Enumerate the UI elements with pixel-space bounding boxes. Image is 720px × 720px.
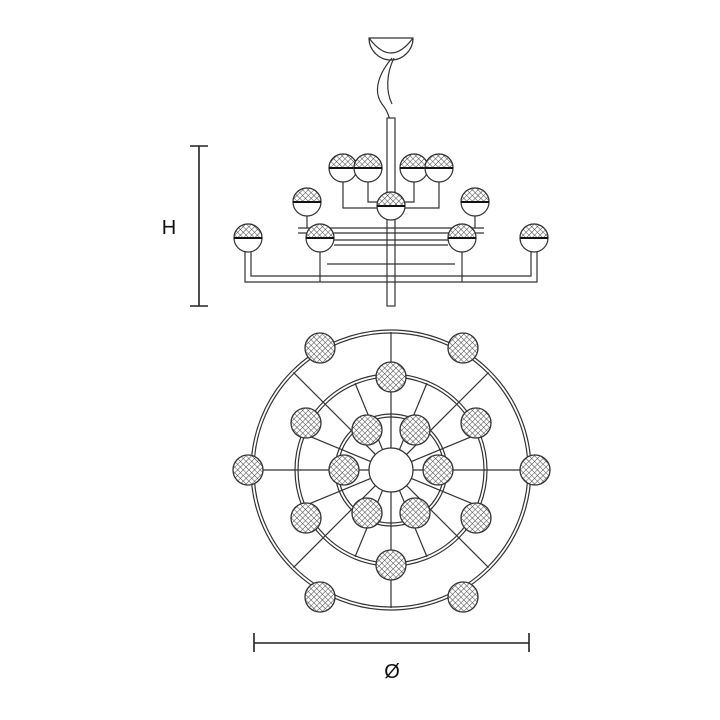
spoke [303, 433, 371, 463]
diameter-label: Ø [384, 661, 400, 683]
suspension-cable [377, 57, 393, 119]
spoke [411, 433, 479, 463]
side-globe [519, 223, 549, 253]
side-globe [305, 223, 335, 253]
ceiling-canopy [368, 37, 414, 61]
lower-tier-arms [244, 239, 538, 283]
central-hub [368, 447, 414, 493]
height-dimension: H [162, 145, 208, 307]
side-globe [353, 153, 383, 183]
plan-globe [447, 581, 479, 613]
side-globe [376, 191, 406, 221]
diameter-dimension: Ø [253, 633, 530, 683]
spoke [303, 477, 371, 507]
plan-globe [290, 407, 322, 439]
side-globes [233, 153, 549, 253]
plan-globe [304, 581, 336, 613]
plan-globe [375, 549, 407, 581]
side-globe [399, 153, 429, 183]
plan-globe [304, 332, 336, 364]
side-globe [328, 153, 358, 183]
plan-globe [290, 502, 322, 534]
side-globe [460, 187, 490, 217]
plan-globe [399, 414, 431, 446]
side-elevation-view [244, 37, 538, 307]
plan-globes [232, 332, 551, 613]
plan-globe [422, 454, 454, 486]
side-globe [292, 187, 322, 217]
plan-globe [328, 454, 360, 486]
spoke [411, 477, 479, 507]
plan-view [232, 329, 551, 613]
plan-globe [351, 497, 383, 529]
side-globe [233, 223, 263, 253]
plan-globe [232, 454, 264, 486]
side-globe [447, 223, 477, 253]
height-label: H [162, 217, 176, 239]
plan-globe [519, 454, 551, 486]
plan-globe [460, 502, 492, 534]
side-globe [424, 153, 454, 183]
plan-globe [351, 414, 383, 446]
plan-globe [447, 332, 479, 364]
plan-globe [375, 361, 407, 393]
plan-globe [460, 407, 492, 439]
plan-globe [399, 497, 431, 529]
